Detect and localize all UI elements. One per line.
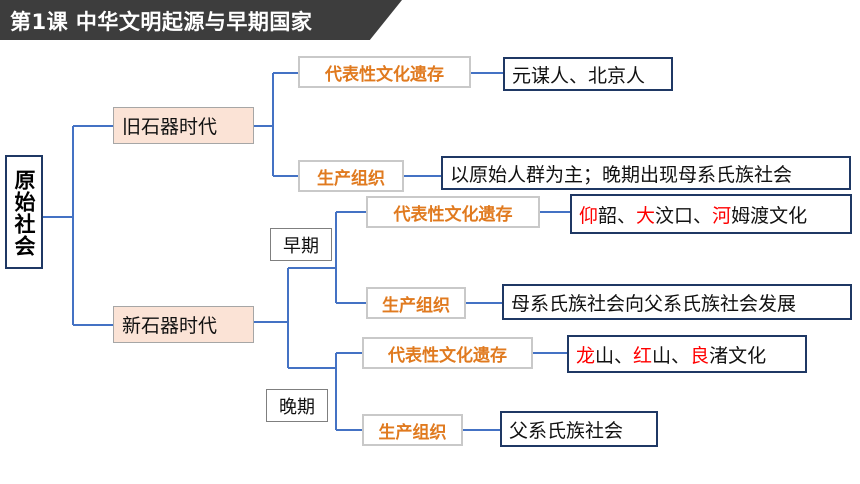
early-heritage-part-3: 大 — [636, 204, 656, 227]
early-heritage-part-6: 姆渡文化 — [731, 204, 808, 227]
late-heritage-part-5: 良 — [690, 344, 710, 367]
old-organization-value: 以原始人群为主；晚期出现母系氏族社会 — [441, 156, 851, 190]
title-bar — [0, 0, 402, 40]
late-heritage-category: 代表性文化遗存 — [362, 337, 533, 369]
old-stone-age-label: 旧石器时代 — [122, 116, 218, 138]
early-organization-category: 生产组织 — [366, 287, 466, 319]
connector-old — [254, 72, 298, 177]
connector-early — [335, 211, 366, 304]
page-title: 第1课 中华文明起源与早期国家 — [10, 10, 313, 34]
early-organization-value-text: 母系氏族社会向父系氏族社会发展 — [511, 292, 797, 315]
early-heritage-part-5: 河 — [712, 204, 732, 227]
old-heritage-category: 代表性文化遗存 — [298, 56, 471, 88]
old-organization-category: 生产组织 — [298, 160, 404, 192]
late-organization-value-text: 父系氏族社会 — [509, 419, 624, 442]
connector-new — [254, 267, 336, 369]
late-heritage-part-4: 山、 — [652, 344, 691, 367]
late-heritage-part-6: 渚文化 — [709, 344, 767, 367]
early-organization-value: 母系氏族社会向父系氏族社会发展 — [502, 284, 852, 320]
late-organization-category: 生产组织 — [362, 414, 463, 446]
old-heritage-value: 元谋人、北京人 — [503, 57, 673, 91]
late-heritage-category-label: 代表性文化遗存 — [388, 345, 507, 366]
early-heritage-category: 代表性文化遗存 — [366, 196, 540, 228]
root-node: 原始社会 — [5, 155, 43, 269]
early-organization-category-label: 生产组织 — [382, 295, 450, 316]
old-stone-age-node: 旧石器时代 — [113, 107, 254, 144]
old-heritage-value-text: 元谋人、北京人 — [512, 64, 646, 87]
early-phase-label: 早期 — [283, 235, 319, 257]
new-stone-age-label: 新石器时代 — [122, 315, 218, 337]
early-heritage-part-2: 韶、 — [598, 204, 637, 227]
connector-late — [335, 352, 362, 431]
old-heritage-category-label: 代表性文化遗存 — [325, 64, 444, 85]
early-heritage-part-4: 汶口、 — [655, 204, 713, 227]
connector-root — [43, 125, 113, 326]
late-heritage-part-2: 山、 — [595, 344, 634, 367]
new-stone-age-node: 新石器时代 — [113, 306, 254, 343]
late-heritage-value: 龙山、红山、良渚文化 — [567, 335, 807, 373]
late-phase-node: 晚期 — [266, 389, 328, 422]
early-heritage-part-1: 仰 — [579, 204, 599, 227]
late-organization-value: 父系氏族社会 — [500, 411, 658, 447]
late-phase-label: 晚期 — [279, 396, 315, 418]
old-organization-value-text: 以原始人群为主；晚期出现母系氏族社会 — [450, 163, 793, 186]
early-phase-node: 早期 — [270, 228, 332, 261]
late-heritage-part-3: 红 — [633, 344, 653, 367]
late-heritage-part-1: 龙 — [576, 344, 596, 367]
old-organization-category-label: 生产组织 — [317, 168, 385, 189]
early-heritage-category-label: 代表性文化遗存 — [393, 204, 513, 225]
early-heritage-value: 仰韶、大汶口、河姆渡文化 — [570, 194, 852, 234]
root-label: 原始社会 — [12, 169, 36, 257]
late-organization-category-label: 生产组织 — [378, 422, 447, 443]
